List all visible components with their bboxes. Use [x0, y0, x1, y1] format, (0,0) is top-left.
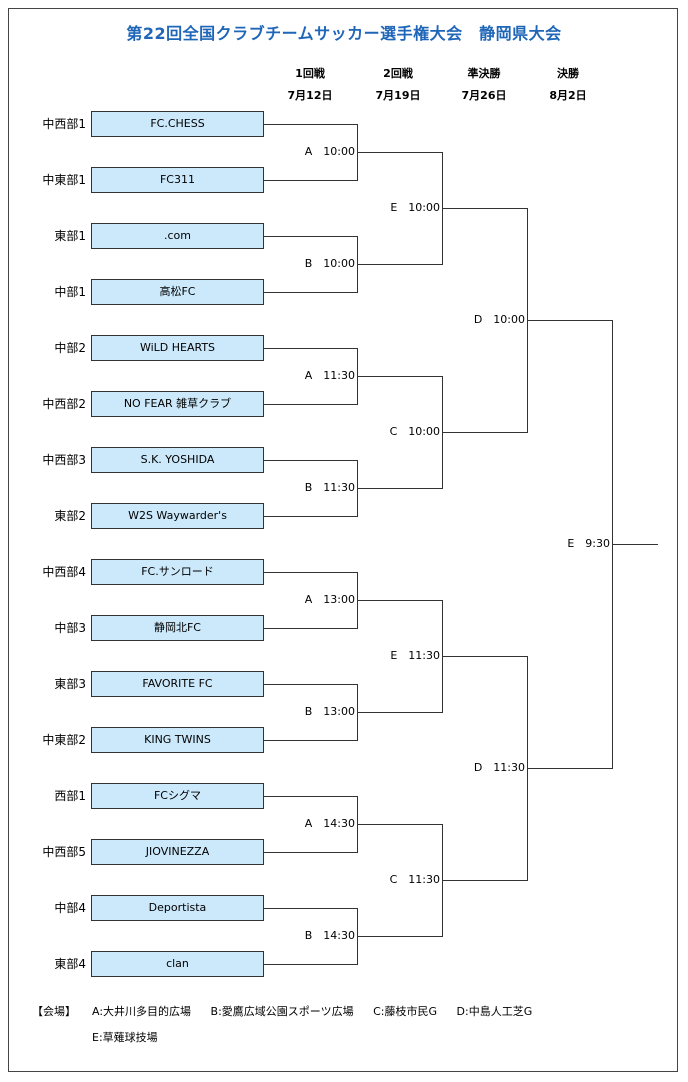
match-label-round2: E 11:30	[390, 649, 440, 662]
match-label-round2: C 10:00	[389, 425, 440, 438]
bracket-line	[357, 712, 442, 713]
venue-legend-line1: A:大井川多目的広場 B:愛鷹広域公園スポーツ広場 C:藤枝市民G D:中島人工…	[92, 1005, 548, 1019]
venue-legend-label: 【会場】	[32, 1005, 76, 1018]
round-name-2: 2回戦	[383, 67, 413, 80]
team-seed: 中西部4	[42, 565, 86, 579]
round-name-1: 1回戦	[295, 67, 325, 80]
bracket-line	[357, 264, 442, 265]
bracket-line	[264, 292, 357, 293]
match-label-round1: B 11:30	[304, 481, 355, 494]
match-label-round1: A 13:00	[304, 593, 355, 606]
bracket-line	[357, 488, 442, 489]
bracket-line	[357, 600, 442, 601]
match-label-round1: A 10:00	[304, 145, 355, 158]
match-label-round1: B 10:00	[304, 257, 355, 270]
bracket-line	[264, 516, 357, 517]
team-box: FC.CHESS	[91, 111, 264, 137]
bracket-line	[264, 124, 357, 125]
team-box: NO FEAR 雑草クラブ	[91, 391, 264, 417]
round-date-3: 7月26日	[461, 89, 507, 102]
bracket-line	[264, 684, 357, 685]
match-label-final: E 9:30	[567, 537, 610, 550]
match-label-semifinal: D 10:00	[473, 313, 525, 326]
bracket-line	[264, 236, 357, 237]
bracket-line	[264, 628, 357, 629]
bracket-line	[527, 768, 612, 769]
team-box: .com	[91, 223, 264, 249]
page-title: 第22回全国クラブチームサッカー選手権大会 静岡県大会	[126, 24, 562, 43]
champion-line	[612, 544, 658, 545]
match-label-round1: B 14:30	[304, 929, 355, 942]
team-box: 高松FC	[91, 279, 264, 305]
bracket-line	[357, 936, 442, 937]
page-frame	[8, 8, 678, 1072]
team-seed: 西部1	[54, 789, 86, 803]
venue-c: C:藤枝市民G	[373, 1005, 438, 1018]
team-seed: 東部4	[54, 957, 86, 971]
team-seed: 中部1	[54, 285, 86, 299]
bracket-line	[357, 152, 442, 153]
bracket-line	[442, 208, 527, 209]
team-seed: 中西部1	[42, 117, 86, 131]
match-label-round1: A 14:30	[304, 817, 355, 830]
venue-b: B:愛鷹広域公園スポーツ広場	[210, 1005, 354, 1018]
bracket-line	[264, 460, 357, 461]
bracket-line	[357, 376, 442, 377]
match-label-round2: E 10:00	[390, 201, 440, 214]
round-date-1: 7月12日	[287, 89, 333, 102]
team-box: WiLD HEARTS	[91, 335, 264, 361]
team-seed: 中西部3	[42, 453, 86, 467]
team-box: JIOVINEZZA	[91, 839, 264, 865]
team-box: FAVORITE FC	[91, 671, 264, 697]
team-seed: 東部3	[54, 677, 86, 691]
bracket-line	[442, 432, 527, 433]
bracket-line	[264, 740, 357, 741]
round-date-4: 8月2日	[549, 89, 587, 102]
team-box: FC311	[91, 167, 264, 193]
team-box: W2S Waywarder's	[91, 503, 264, 529]
bracket-line	[264, 796, 357, 797]
bracket-line	[264, 572, 357, 573]
match-label-semifinal: D 11:30	[473, 761, 525, 774]
team-seed: 東部1	[54, 229, 86, 243]
match-label-round1: B 13:00	[304, 705, 355, 718]
bracket-line	[442, 880, 527, 881]
match-label-round2: C 11:30	[389, 873, 440, 886]
round-name-3: 準決勝	[467, 67, 501, 80]
bracket-line	[264, 180, 357, 181]
bracket-line	[264, 908, 357, 909]
venue-e: E:草薙球技場	[92, 1031, 158, 1044]
team-seed: 中部4	[54, 901, 86, 915]
bracket-line	[264, 348, 357, 349]
bracket-line	[527, 320, 612, 321]
team-box: Deportista	[91, 895, 264, 921]
team-box: clan	[91, 951, 264, 977]
venue-a: A:大井川多目的広場	[92, 1005, 192, 1018]
bracket-line	[264, 404, 357, 405]
team-seed: 中西部5	[42, 845, 86, 859]
team-box: KING TWINS	[91, 727, 264, 753]
venue-d: D:中島人工芝G	[456, 1005, 533, 1018]
team-seed: 東部2	[54, 509, 86, 523]
team-seed: 中西部2	[42, 397, 86, 411]
venue-legend-line2: E:草薙球技場	[92, 1031, 174, 1045]
team-seed: 中部3	[54, 621, 86, 635]
team-box: 静岡北FC	[91, 615, 264, 641]
team-box: FCシグマ	[91, 783, 264, 809]
match-label-round1: A 11:30	[304, 369, 355, 382]
team-seed: 中部2	[54, 341, 86, 355]
round-name-4: 決勝	[557, 67, 579, 80]
bracket-line	[264, 964, 357, 965]
round-date-2: 7月19日	[375, 89, 421, 102]
team-box: S.K. YOSHIDA	[91, 447, 264, 473]
bracket-line	[357, 824, 442, 825]
bracket-line	[442, 656, 527, 657]
team-box: FC.サンロード	[91, 559, 264, 585]
team-seed: 中東部1	[42, 173, 86, 187]
team-seed: 中東部2	[42, 733, 86, 747]
bracket-line	[264, 852, 357, 853]
